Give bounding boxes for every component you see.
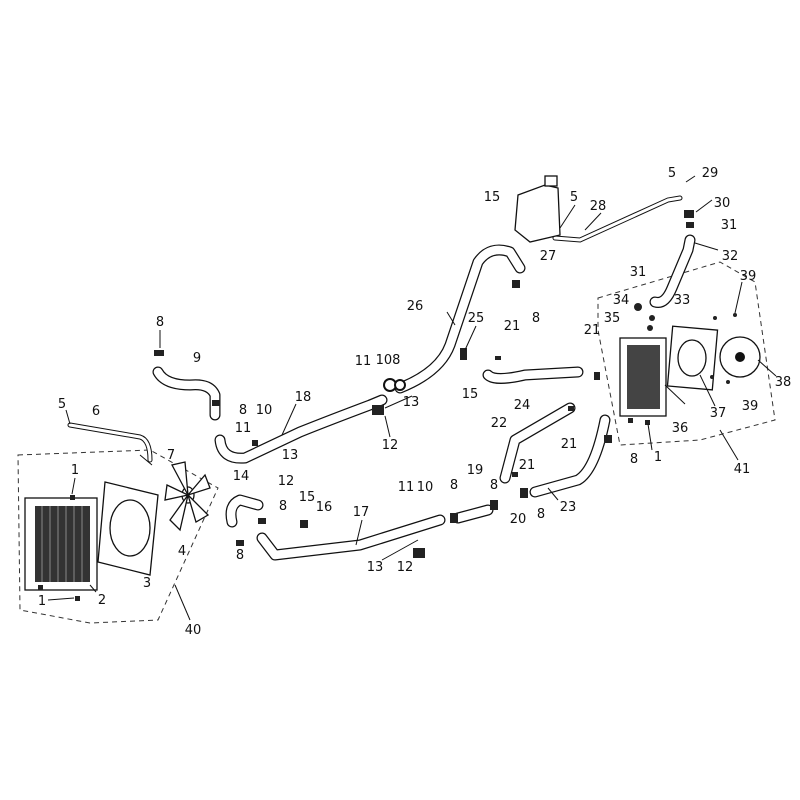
- part-label-15: 15: [484, 190, 501, 205]
- part-label-26: 26: [407, 299, 424, 314]
- fan-right: [719, 336, 761, 378]
- part-label-1: 1: [38, 594, 46, 609]
- part-label-6: 6: [92, 404, 100, 419]
- part-label-19: 19: [467, 463, 484, 478]
- radiator-left: [24, 497, 98, 591]
- part-label-21: 21: [504, 319, 521, 334]
- part-label-29: 29: [702, 166, 719, 181]
- part-label-33: 33: [674, 293, 691, 308]
- part-label-5: 5: [668, 166, 676, 181]
- part-label-3: 3: [143, 576, 151, 591]
- part-label-1: 1: [654, 450, 662, 465]
- part-label-12: 12: [278, 474, 295, 489]
- part-label-15: 15: [299, 490, 316, 505]
- part-label-8: 8: [630, 452, 638, 467]
- part-label-13: 13: [367, 560, 384, 575]
- part-label-10: 10: [256, 403, 273, 418]
- part-label-22: 22: [491, 416, 508, 431]
- part-label-108: 108: [376, 353, 401, 368]
- part-label-8: 8: [156, 315, 164, 330]
- part-label-8: 8: [450, 478, 458, 493]
- part-label-27: 27: [540, 249, 557, 264]
- part-label-8: 8: [236, 548, 244, 563]
- part-label-9: 9: [193, 351, 201, 366]
- coolant-reservoir: [514, 175, 561, 243]
- group-41-outline: [597, 261, 776, 446]
- fan-left: [164, 461, 211, 532]
- group-40-outline: [17, 449, 219, 624]
- part-label-28: 28: [590, 199, 607, 214]
- part-label-11: 11: [398, 480, 415, 495]
- radiator-right: [619, 337, 667, 417]
- part-label-1: 1: [71, 463, 79, 478]
- part-label-12: 12: [397, 560, 414, 575]
- part-label-39: 39: [740, 269, 757, 284]
- fan-shroud-left: [97, 481, 159, 576]
- part-label-12: 12: [382, 438, 399, 453]
- part-label-7: 7: [167, 448, 175, 463]
- part-label-10: 10: [417, 480, 434, 495]
- part-label-23: 23: [560, 500, 577, 515]
- part-label-8: 8: [532, 311, 540, 326]
- part-label-17: 17: [353, 505, 370, 520]
- part-label-35: 35: [604, 311, 621, 326]
- part-label-14: 14: [233, 469, 250, 484]
- part-label-20: 20: [510, 512, 527, 527]
- clamps: [38, 210, 737, 601]
- part-label-21: 21: [561, 437, 578, 452]
- part-label-11: 11: [235, 421, 252, 436]
- part-label-25: 25: [468, 311, 485, 326]
- part-label-13: 13: [403, 395, 420, 410]
- fan-shroud-right: [666, 325, 719, 391]
- part-label-8: 8: [490, 478, 498, 493]
- part-label-39: 39: [742, 399, 759, 414]
- part-label-34: 34: [613, 293, 630, 308]
- part-label-11: 11: [355, 354, 372, 369]
- part-label-31: 31: [630, 265, 647, 280]
- part-label-5: 5: [58, 397, 66, 412]
- part-label-18: 18: [295, 390, 312, 405]
- part-label-8: 8: [537, 507, 545, 522]
- part-label-4: 4: [178, 544, 186, 559]
- part-label-16: 16: [316, 500, 333, 515]
- part-label-8: 8: [279, 499, 287, 514]
- part-label-13: 13: [282, 448, 299, 463]
- part-label-21: 21: [519, 458, 536, 473]
- part-label-41: 41: [734, 462, 751, 477]
- part-label-37: 37: [710, 406, 727, 421]
- part-label-8: 8: [239, 403, 247, 418]
- leader-lines: [47, 175, 777, 601]
- part-label-30: 30: [714, 196, 731, 211]
- part-label-32: 32: [722, 249, 739, 264]
- part-label-36: 36: [672, 421, 689, 436]
- part-label-2: 2: [98, 593, 106, 608]
- part-label-5: 5: [570, 190, 578, 205]
- part-label-31: 31: [721, 218, 738, 233]
- part-label-24: 24: [514, 398, 531, 413]
- hoses: [67, 195, 696, 561]
- part-label-21: 21: [584, 323, 601, 338]
- part-label-40: 40: [185, 623, 202, 638]
- part-label-15: 15: [462, 387, 479, 402]
- part-label-38: 38: [775, 375, 792, 390]
